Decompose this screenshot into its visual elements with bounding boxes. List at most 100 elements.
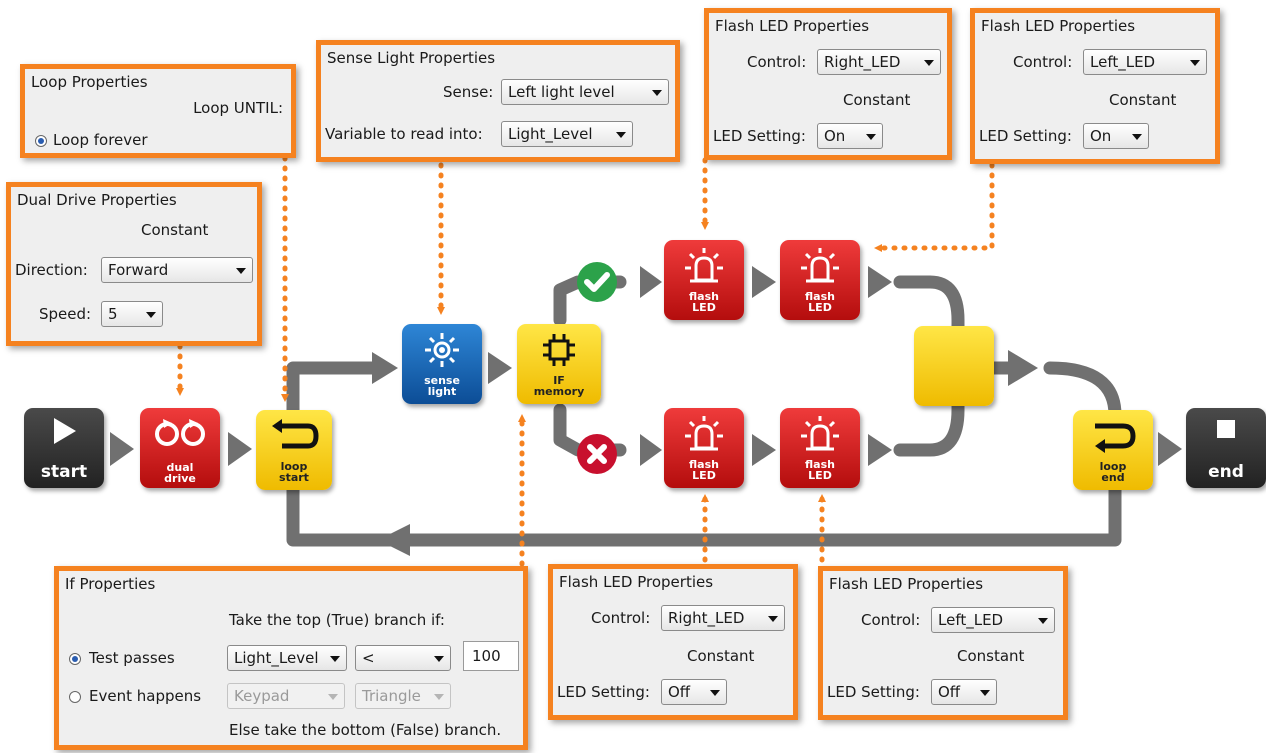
chevron-down-icon xyxy=(236,268,246,274)
control-dropdown[interactable]: Right_LED xyxy=(817,49,941,75)
led-setting-dropdown[interactable]: Off xyxy=(661,679,727,705)
direction-value: Forward xyxy=(108,261,169,279)
chevron-down-icon xyxy=(1038,618,1048,624)
flash-led-block-top-1[interactable]: flash LED xyxy=(664,240,744,320)
dual-drive-properties-panel: Dual Drive Properties Constant Direction… xyxy=(6,182,262,346)
arrow-loopend-end xyxy=(1158,432,1182,466)
stop-icon xyxy=(1186,416,1266,450)
test-passes-radio[interactable] xyxy=(69,653,81,665)
dual-rotation-icon xyxy=(140,416,220,456)
flash-led-block-label: flash LED xyxy=(805,458,835,482)
arrow-false-led1 xyxy=(640,434,662,466)
sense-dropdown[interactable]: Left light level xyxy=(501,79,669,105)
led-setting-dropdown[interactable]: On xyxy=(817,123,883,149)
loop-start-block-label: loop start xyxy=(279,460,309,484)
event-key-dropdown[interactable]: Triangle xyxy=(355,683,451,709)
arrow-loop-sense xyxy=(372,352,398,384)
flash-led-block-label: flash LED xyxy=(689,290,719,314)
sense-light-properties-panel: Sense Light Properties Sense: Left light… xyxy=(316,40,680,162)
panel-title: Sense Light Properties xyxy=(327,49,496,67)
chevron-down-icon xyxy=(980,690,990,696)
panel-title: Flash LED Properties xyxy=(829,575,984,593)
chevron-down-icon xyxy=(146,312,156,318)
speed-value: 5 xyxy=(108,305,118,323)
start-block[interactable]: start xyxy=(24,408,104,488)
flash-led-block-bottom-1[interactable]: flash LED xyxy=(664,408,744,488)
control-dropdown[interactable]: Left_LED xyxy=(1083,49,1207,75)
led-mode-label: Constant xyxy=(687,647,755,665)
if-memory-block[interactable]: IF memory xyxy=(517,324,601,404)
arrow-loop-back xyxy=(378,524,410,556)
control-dropdown[interactable]: Right_LED xyxy=(661,605,785,631)
led-setting-value: On xyxy=(1090,127,1112,145)
direction-dropdown[interactable]: Forward xyxy=(101,257,253,283)
led-setting-dropdown[interactable]: Off xyxy=(931,679,997,705)
led-setting-label: LED Setting: xyxy=(557,683,650,701)
variable-dropdown[interactable]: Light_Level xyxy=(501,121,633,147)
drive-mode-label: Constant xyxy=(141,221,209,239)
to-loop-end-connector xyxy=(1043,361,1122,422)
chevron-down-icon xyxy=(652,90,662,96)
control-value: Left_LED xyxy=(1090,53,1156,71)
false-x-icon xyxy=(577,434,617,474)
panel-title: Flash LED Properties xyxy=(559,573,714,591)
flash-led-block-label: flash LED xyxy=(689,458,719,482)
top-branch-label: Take the top (True) branch if: xyxy=(229,611,445,629)
direction-label: Direction: xyxy=(15,261,88,279)
beacon-light-icon xyxy=(780,248,860,288)
event-happens-label: Event happens xyxy=(89,687,202,705)
merge-block xyxy=(914,326,994,406)
memory-chip-icon xyxy=(517,332,601,372)
sense-light-block[interactable]: sense light xyxy=(402,324,482,404)
if-properties-panel: If Properties Take the top (True) branch… xyxy=(54,566,528,750)
callout-flash-top-2 xyxy=(874,162,995,252)
flash-led-block-top-2[interactable]: flash LED xyxy=(780,240,860,320)
variable-value: Light_Level xyxy=(508,125,593,143)
light-sensor-icon xyxy=(402,332,482,372)
led-setting-dropdown[interactable]: On xyxy=(1083,123,1149,149)
loop-return-icon xyxy=(1073,418,1153,458)
flash-led-properties-top-1: Flash LED Properties Control: Right_LED … xyxy=(704,8,952,160)
variable-value: Light_Level xyxy=(234,649,319,667)
sense-value: Left light level xyxy=(508,83,615,101)
arrow-merge-out xyxy=(1008,350,1038,386)
led-mode-label: Constant xyxy=(1109,91,1177,109)
loop-start-block[interactable]: loop start xyxy=(256,410,332,490)
else-branch-label: Else take the bottom (False) branch. xyxy=(229,721,502,739)
control-value: Left_LED xyxy=(938,611,1004,629)
event-source-value: Keypad xyxy=(234,687,290,705)
threshold-input[interactable]: 100 xyxy=(463,641,519,671)
control-label: Control: xyxy=(861,611,921,629)
panel-title: Dual Drive Properties xyxy=(17,191,177,209)
flash-led-block-bottom-2[interactable]: flash LED xyxy=(780,408,860,488)
sense-light-block-label: sense light xyxy=(424,374,460,398)
event-happens-radio[interactable] xyxy=(69,691,81,703)
speed-dropdown[interactable]: 5 xyxy=(101,301,163,327)
play-icon xyxy=(24,416,104,450)
arrow-led1-led2 xyxy=(752,266,776,298)
arrow-start-drive xyxy=(110,432,134,466)
flash-led-properties-top-2: Flash LED Properties Control: Left_LED C… xyxy=(970,8,1220,164)
loop-properties-panel: Loop Properties Loop UNTIL: Loop forever xyxy=(20,64,296,158)
event-source-dropdown[interactable]: Keypad xyxy=(227,683,345,709)
end-block[interactable]: end xyxy=(1186,408,1266,488)
panel-title: Flash LED Properties xyxy=(715,17,870,35)
loop-forever-label: Loop forever xyxy=(53,131,148,149)
control-dropdown[interactable]: Left_LED xyxy=(931,607,1055,633)
control-label: Control: xyxy=(1013,53,1073,71)
loop-until-label: Loop UNTIL: xyxy=(193,99,283,117)
arrow-led3-led4 xyxy=(752,434,776,466)
control-label: Control: xyxy=(591,609,651,627)
panel-title: If Properties xyxy=(65,575,156,593)
beacon-light-icon xyxy=(664,416,744,456)
loop-forever-radio[interactable] xyxy=(35,135,47,147)
chevron-down-icon xyxy=(434,656,444,662)
loop-end-block[interactable]: loop end xyxy=(1073,410,1153,490)
operator-dropdown[interactable]: < xyxy=(355,645,451,671)
dual-drive-block[interactable]: dual drive xyxy=(140,408,220,488)
chevron-down-icon xyxy=(330,656,340,662)
variable-dropdown[interactable]: Light_Level xyxy=(227,645,347,671)
chevron-down-icon xyxy=(866,134,876,140)
if-memory-block-label: IF memory xyxy=(533,374,585,398)
chevron-down-icon xyxy=(1132,134,1142,140)
